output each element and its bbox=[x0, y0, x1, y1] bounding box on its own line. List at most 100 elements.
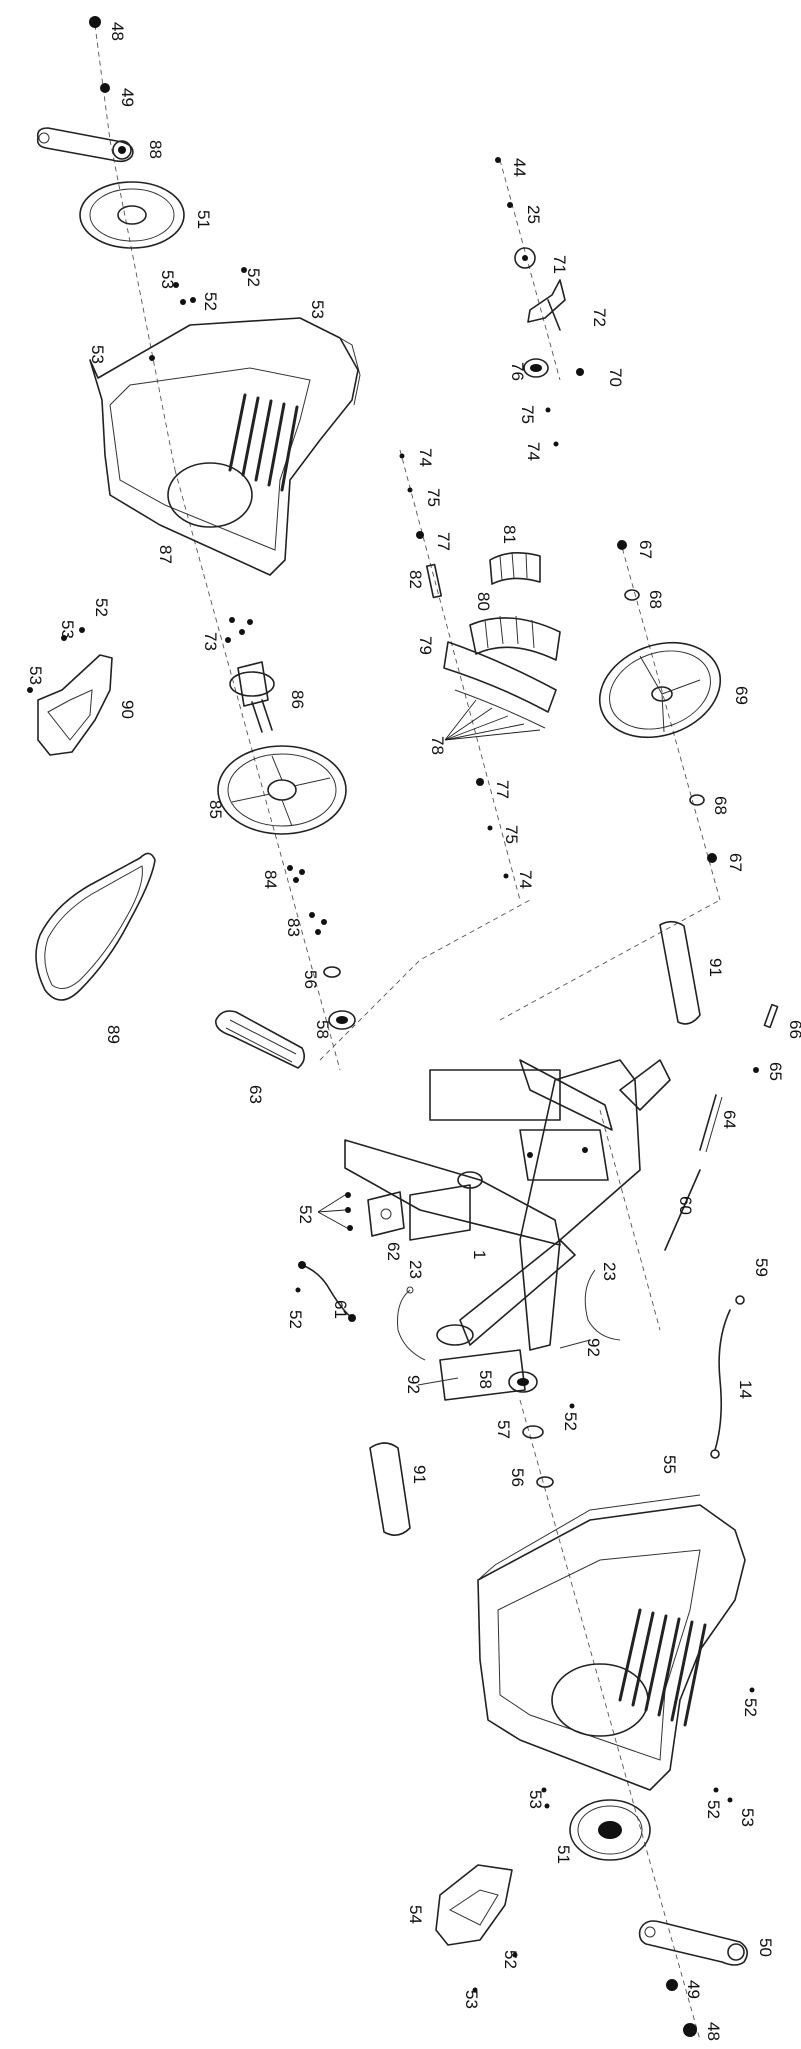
label-89: 89 bbox=[104, 1025, 123, 1044]
label-59: 59 bbox=[752, 1258, 771, 1277]
part-48-top-nut bbox=[89, 16, 101, 28]
part-68-bearing-top bbox=[624, 589, 640, 601]
label-85: 85 bbox=[206, 800, 225, 819]
label-82: 82 bbox=[406, 570, 425, 589]
label-51-top: 51 bbox=[194, 210, 213, 229]
label-74-c: 74 bbox=[516, 870, 535, 889]
part-88-crank-arm bbox=[36, 127, 134, 163]
label-66: 66 bbox=[786, 1020, 801, 1039]
part-61-sensor-cable bbox=[298, 1261, 356, 1322]
part-76-roller-wheel bbox=[523, 358, 549, 378]
label-57: 57 bbox=[494, 1420, 513, 1439]
label-50: 50 bbox=[756, 1938, 775, 1957]
part-51-crank-disc-top bbox=[79, 181, 185, 249]
label-60: 60 bbox=[676, 1196, 695, 1215]
label-53-g: 53 bbox=[526, 1790, 545, 1809]
part-52-screw-61 bbox=[295, 1287, 301, 1293]
label-49-bottom: 49 bbox=[684, 1980, 703, 1999]
part-74-75-77-fasteners bbox=[399, 453, 424, 539]
part-75-74-fasteners-right bbox=[545, 407, 559, 447]
label-64: 64 bbox=[720, 1110, 739, 1129]
label-61: 61 bbox=[331, 1300, 350, 1319]
label-55: 55 bbox=[660, 1455, 679, 1474]
label-23-b: 23 bbox=[406, 1260, 425, 1279]
part-54-bracket bbox=[435, 1864, 518, 1993]
part-67-nut-top bbox=[617, 540, 627, 550]
part-51-crank-disc-bottom bbox=[569, 1799, 651, 1861]
part-1-main-frame bbox=[344, 1059, 671, 1401]
label-53-h: 53 bbox=[462, 1990, 481, 2009]
part-87-left-cover bbox=[89, 267, 361, 576]
label-77-a: 77 bbox=[434, 532, 453, 551]
part-60-rod bbox=[664, 1169, 701, 1251]
part-83-screws bbox=[309, 912, 327, 935]
label-68-b: 68 bbox=[711, 796, 730, 815]
part-77-75-74-lower-fasteners bbox=[476, 778, 509, 879]
label-49-top: 49 bbox=[118, 88, 137, 107]
label-53-d: 53 bbox=[58, 620, 77, 639]
part-50-crank-arm bbox=[638, 1920, 748, 1966]
label-53-b: 53 bbox=[308, 300, 327, 319]
label-51-bottom: 51 bbox=[554, 1845, 573, 1864]
label-58-bottom: 58 bbox=[476, 1370, 495, 1389]
label-81: 81 bbox=[500, 525, 519, 544]
label-53-e: 53 bbox=[26, 666, 45, 685]
label-53-c: 53 bbox=[88, 345, 107, 364]
part-44-nut bbox=[495, 157, 501, 163]
label-65: 65 bbox=[766, 1062, 785, 1081]
label-90: 90 bbox=[118, 700, 137, 719]
label-67-a: 67 bbox=[636, 540, 655, 559]
label-91-a: 91 bbox=[706, 958, 725, 977]
part-85-pulley-wheel bbox=[217, 745, 347, 835]
label-69: 69 bbox=[732, 686, 751, 705]
part-52-screw-group bbox=[317, 1192, 353, 1231]
part-67-nut-bottom bbox=[707, 853, 717, 863]
part-70-screw bbox=[576, 368, 584, 376]
label-44: 44 bbox=[510, 158, 529, 177]
label-56-bottom: 56 bbox=[508, 1468, 527, 1487]
part-63-post-cap bbox=[215, 1010, 306, 1069]
label-54: 54 bbox=[406, 1905, 425, 1924]
callout-labels: 48 49 88 51 53 52 52 53 53 87 73 86 53 5… bbox=[26, 22, 801, 2041]
part-90-bracket bbox=[27, 627, 113, 756]
label-72: 72 bbox=[590, 308, 609, 327]
part-80-magnet-set bbox=[469, 615, 561, 661]
part-23-cable-right bbox=[584, 1269, 621, 1341]
label-91-b: 91 bbox=[410, 1465, 429, 1484]
label-74-b: 74 bbox=[416, 448, 435, 467]
part-81-magnet-set bbox=[489, 551, 541, 585]
part-58-bearing-bottom bbox=[508, 1371, 538, 1393]
label-25: 25 bbox=[524, 205, 543, 224]
part-84-screws bbox=[287, 865, 305, 883]
label-76: 76 bbox=[508, 362, 527, 381]
label-1: 1 bbox=[470, 1250, 489, 1259]
part-23-cable-left bbox=[397, 1286, 426, 1361]
label-73: 73 bbox=[201, 632, 220, 651]
part-57-washer bbox=[522, 1425, 544, 1439]
label-75-a: 75 bbox=[518, 405, 537, 424]
label-62: 62 bbox=[384, 1242, 403, 1261]
part-79-78-magnet-bracket bbox=[443, 641, 557, 741]
label-14: 14 bbox=[736, 1380, 755, 1399]
label-48-top: 48 bbox=[108, 22, 127, 41]
label-71: 71 bbox=[550, 255, 569, 274]
label-80: 80 bbox=[474, 592, 493, 611]
label-87: 87 bbox=[156, 545, 175, 564]
label-92-a: 92 bbox=[404, 1375, 423, 1394]
assembly-axes bbox=[94, 24, 721, 2041]
part-69-flywheel bbox=[598, 641, 722, 739]
label-84: 84 bbox=[261, 870, 280, 889]
label-52-f: 52 bbox=[561, 1412, 580, 1431]
label-67-b: 67 bbox=[726, 853, 745, 872]
label-74-a: 74 bbox=[524, 442, 543, 461]
part-62-plate bbox=[367, 1191, 405, 1237]
part-89-drive-belt bbox=[35, 852, 156, 1001]
part-49-bottom-washer bbox=[666, 1979, 678, 1991]
label-23-a: 23 bbox=[600, 1262, 619, 1281]
part-58-bearing-top bbox=[328, 1010, 356, 1030]
part-73-screws bbox=[225, 617, 253, 643]
label-58-top: 58 bbox=[313, 1020, 332, 1039]
label-79: 79 bbox=[416, 636, 435, 655]
part-55-right-cover bbox=[477, 1494, 755, 1809]
label-78: 78 bbox=[428, 736, 447, 755]
